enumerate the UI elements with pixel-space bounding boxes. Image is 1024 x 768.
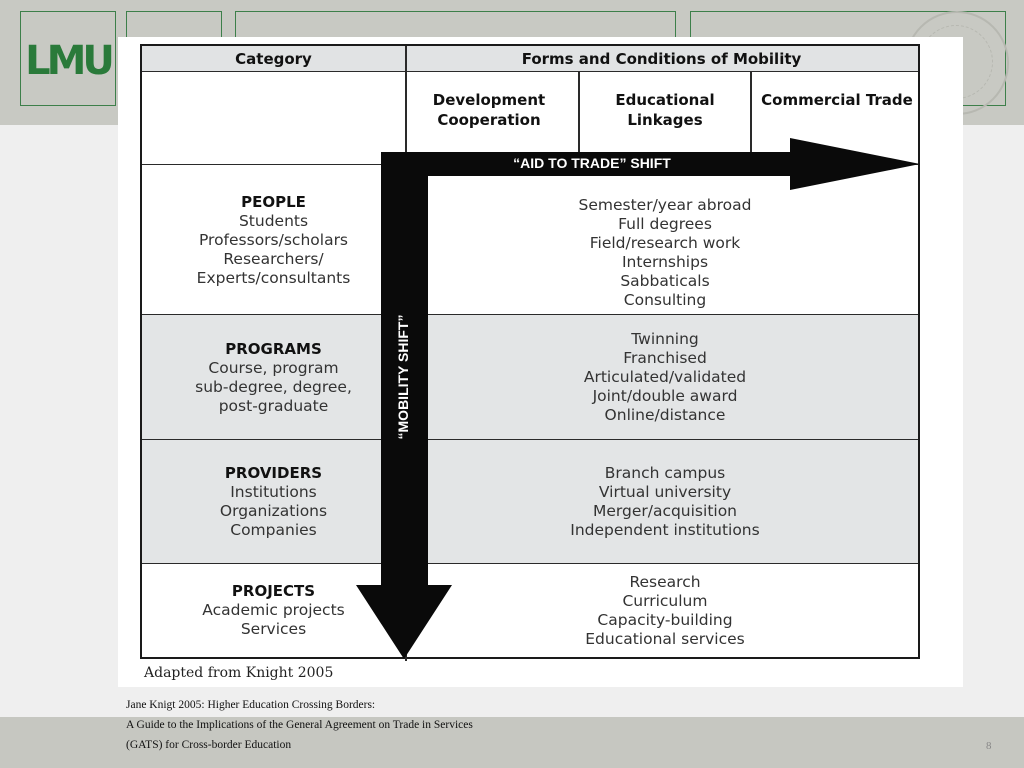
category-subitem: Researchers/	[223, 249, 324, 268]
category-subitem: Course, program	[208, 358, 339, 377]
form-item: Capacity-building	[597, 610, 733, 629]
footer-band	[0, 717, 1024, 768]
lmu-logo-text: LMU	[25, 37, 115, 84]
col-development-cooperation: Development Cooperation	[432, 91, 546, 129]
projects-forms-cell: Research Curriculum Capacity-building Ed…	[432, 564, 898, 657]
projects-category-cell: PROJECTS Academic projects Services	[142, 564, 405, 657]
form-item: Articulated/validated	[583, 368, 747, 386]
form-item: Curriculum	[622, 591, 708, 610]
source-credit: Adapted from Knight 2005	[144, 665, 334, 681]
category-subitem: Services	[240, 620, 307, 638]
shift-arrows: “AID TO TRADE” SHIFT “MOBILITY SHIFT”	[356, 138, 920, 659]
form-item: Research	[629, 572, 701, 591]
form-item: Merger/acquisition	[592, 502, 738, 520]
table-row-people: PEOPLE Students Professors/scholars Rese…	[142, 165, 918, 315]
caption-line-1: Jane Knigt 2005: Higher Education Crossi…	[126, 699, 376, 711]
category-subitem: Institutions	[230, 483, 317, 501]
form-item: Semester/year abroad	[578, 195, 752, 214]
category-subitem: Professors/scholars	[198, 230, 349, 249]
mobility-shift-arrow	[356, 577, 452, 659]
providers-category-cell: PROVIDERS Institutions Organizations Com…	[142, 440, 405, 564]
category-title: PROJECTS	[231, 582, 316, 600]
category-subitem: sub-degree, degree,	[195, 377, 352, 396]
category-subitem: Students	[238, 211, 309, 230]
form-item: Joint/double award	[592, 387, 738, 405]
form-item: Branch campus	[604, 464, 726, 482]
form-item: Field/research work	[589, 233, 741, 252]
form-item: Virtual university	[598, 483, 732, 501]
category-subitem: post-graduate	[218, 396, 329, 415]
scanned-figure: Category Forms and Conditions of Mobilit…	[118, 37, 963, 687]
table-row-projects: PROJECTS Academic projects Services Rese…	[142, 564, 918, 657]
caption-line-2: A Guide to the Implications of the Gener…	[126, 719, 473, 731]
category-subitem: Organizations	[219, 502, 328, 520]
aid-to-trade-arrow	[381, 138, 920, 597]
subcolumn-divider	[578, 72, 580, 165]
category-title: PEOPLE	[241, 192, 306, 211]
subcolumn-divider	[750, 72, 752, 165]
people-forms-cell: Semester/year abroad Full degrees Field/…	[432, 195, 898, 310]
programs-forms-cell: Twinning Franchised Articulated/validate…	[432, 315, 898, 440]
programs-category-cell: PROGRAMS Course, program sub-degree, deg…	[142, 315, 405, 440]
form-item: Franchised	[623, 349, 707, 367]
lmu-logo: LMU	[20, 11, 116, 106]
table-header-row: Category Forms and Conditions of Mobilit…	[142, 46, 918, 72]
form-item: Full degrees	[618, 214, 712, 233]
table-row-programs: PROGRAMS Course, program sub-degree, deg…	[142, 315, 918, 440]
caption-line-3: (GATS) for Cross-border Education	[126, 739, 292, 751]
form-item: Sabbaticals	[620, 271, 710, 290]
table-row-providers: PROVIDERS Institutions Organizations Com…	[142, 440, 918, 564]
form-item: Twinning	[631, 330, 699, 348]
form-item: Independent institutions	[570, 521, 760, 539]
category-header: Category	[235, 50, 312, 68]
mobility-table: Category Forms and Conditions of Mobilit…	[140, 44, 920, 661]
category-subitem: Academic projects	[202, 601, 345, 619]
providers-forms-cell: Branch campus Virtual university Merger/…	[432, 440, 898, 564]
col-educational-linkages: Educational Linkages	[615, 91, 715, 129]
category-title: PROGRAMS	[225, 339, 322, 358]
form-item: Consulting	[623, 290, 707, 309]
page-number: 8	[986, 740, 992, 752]
form-item: Internships	[621, 252, 709, 271]
category-subitem: Experts/consultants	[196, 268, 351, 287]
mobility-shift-label: “MOBILITY SHIFT”	[395, 315, 411, 440]
form-item: Educational services	[585, 629, 745, 648]
forms-header: Forms and Conditions of Mobility	[521, 50, 802, 68]
col-commercial-trade: Commercial Trade	[761, 91, 913, 109]
category-title: PROVIDERS	[224, 464, 323, 482]
aid-to-trade-label: “AID TO TRADE” SHIFT	[513, 155, 671, 171]
category-subitem: Companies	[230, 521, 317, 539]
subheader-row: Development Cooperation Educational Link…	[142, 72, 918, 165]
form-item: Online/distance	[604, 406, 726, 424]
people-category-cell: PEOPLE Students Professors/scholars Rese…	[142, 165, 405, 315]
